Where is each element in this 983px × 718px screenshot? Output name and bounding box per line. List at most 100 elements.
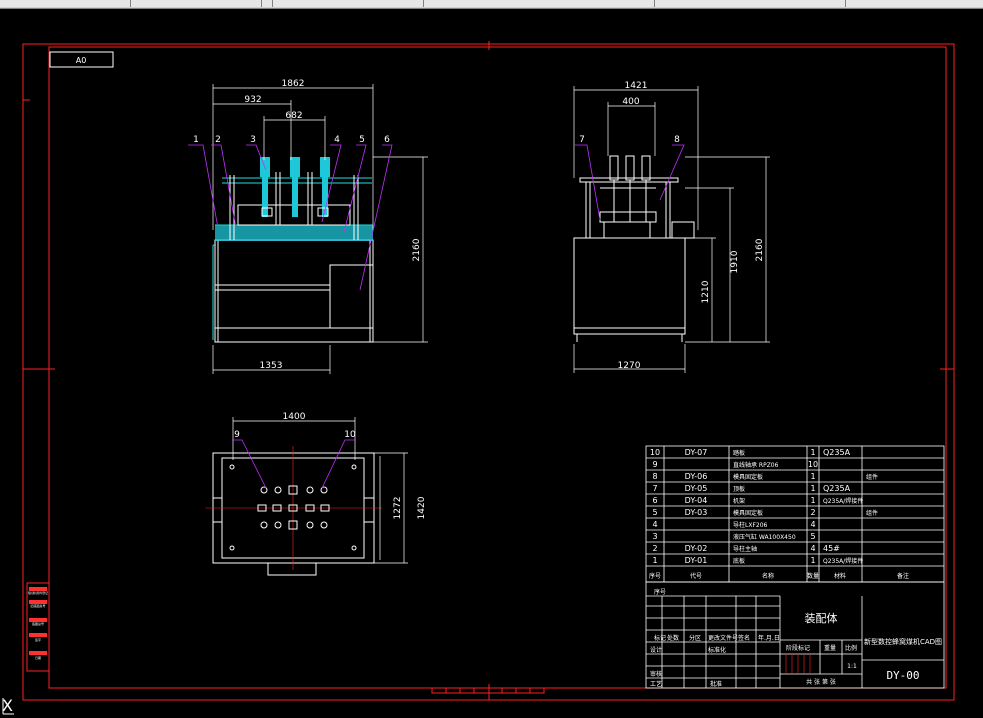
bom-cell-code: DY-01 — [685, 556, 708, 565]
tb-label-date: 年.月.日 — [758, 634, 780, 642]
front-view[interactable]: 1862 932 682 1353 2160 1 2 3 4 5 6 — [188, 79, 428, 374]
bom-cell-mat: Q235A/焊接件 — [823, 497, 863, 505]
tb-label-zone: 分区 — [689, 634, 701, 642]
balloon-3: 3 — [250, 135, 256, 145]
tb-label-change: 更改文件号 — [708, 634, 738, 642]
tb-ratio-label: 比例 — [845, 644, 857, 652]
tb-check-label: 审核 — [650, 670, 662, 678]
sheet-size-box — [49, 51, 114, 68]
dim-front-width: 1862 — [282, 79, 305, 89]
dim-side-width: 1421 — [625, 81, 648, 91]
bom-cell-name: 踏板 — [733, 449, 745, 457]
tb-stage-label: 阶段标记 — [786, 644, 810, 652]
tb-title: 新型数控蜂窝煤机CAD图 — [864, 637, 942, 646]
sheet-size-label: A0 — [76, 56, 87, 65]
bom-cell-name: 导柱主轴 — [733, 545, 757, 553]
tb-standard-label: 标准化 — [708, 646, 726, 654]
top-view[interactable]: 1400 1272 1420 9 10 — [205, 412, 427, 576]
bom-cell-no: 2 — [652, 544, 657, 553]
bom-cell-qty: 4 — [810, 544, 815, 553]
tb-label-count: 处数 — [667, 634, 679, 642]
bom-cell-no: 3 — [652, 532, 657, 541]
dim-side-base: 1270 — [618, 361, 641, 371]
bom-cell-code: DY-05 — [685, 484, 708, 493]
bom-cell-mat: Q235A — [823, 484, 851, 493]
strip-label: 借(通)用件登记 — [28, 590, 48, 595]
cad-drawing-canvas[interactable]: A0 借(通)用件登记 旧底图总号 底图总号 签字 日期 — [0, 8, 983, 718]
dim-side-h2: 2160 — [755, 238, 765, 261]
toolbar-segment[interactable] — [424, 0, 655, 7]
toolbar-segment[interactable] — [262, 0, 273, 7]
bom-cell-no: 10 — [650, 448, 660, 457]
bom-cell-qty: 1 — [810, 472, 815, 481]
bom-header-name: 名称 — [762, 572, 774, 580]
toolbar-segment[interactable] — [846, 0, 983, 7]
dim-front-inner: 682 — [285, 111, 302, 121]
balloon-9: 9 — [234, 430, 240, 440]
bom-cell-name: 底板 — [733, 557, 745, 565]
balloon-10: 10 — [344, 430, 356, 440]
toolbar-segment[interactable] — [273, 0, 424, 7]
bom-cell-no: 1 — [652, 556, 657, 565]
left-margin-strip: 借(通)用件登记 旧底图总号 底图总号 签字 日期 — [26, 582, 50, 672]
bom-cell-qty: 1 — [810, 448, 815, 457]
bom-cell-name: 模具固定板 — [733, 473, 763, 481]
dim-top-h1: 1272 — [393, 497, 403, 520]
tb-weight-label: 重量 — [824, 644, 836, 652]
tb-label-sign: 签名 — [738, 634, 750, 642]
bom-header-code: 代号 — [690, 572, 702, 580]
balloon-1: 1 — [193, 135, 199, 145]
bom-cell-no: 6 — [652, 496, 657, 505]
ucs-icon — [2, 698, 14, 715]
tb-sheets-label: 共 张 第 张 — [806, 678, 836, 686]
bom-cell-code: DY-03 — [685, 508, 708, 517]
dim-top-h2: 1420 — [417, 496, 427, 519]
bom-cell-qty: 1 — [810, 556, 815, 565]
bom-header-qty: 数量 — [807, 572, 819, 580]
side-view[interactable]: 1421 400 1270 2160 1910 1210 7 8 — [573, 81, 770, 373]
bom-header-note: 备注 — [897, 572, 909, 580]
title-block[interactable]: 序号 标记 处数 分区 更改文件号 签名 年.月.日 设计 标准化 审核 工艺 … — [645, 581, 945, 689]
tb-label-mark: 标记 — [654, 634, 666, 642]
bom-cell-no: 9 — [652, 460, 657, 469]
dim-front-base: 1353 — [260, 361, 283, 371]
tb-drawing-no: DY-00 — [886, 669, 919, 682]
dim-side-inner: 400 — [622, 97, 639, 107]
bom-cell-no: 5 — [652, 508, 657, 517]
bom-cell-code: DY-07 — [685, 448, 708, 457]
tb-design-label: 设计 — [650, 646, 662, 654]
bom-header-no: 序号 — [649, 572, 661, 580]
bom-cell-qty: 1 — [810, 496, 815, 505]
bom-cell-name: 直线轴承 RPZ06 — [733, 461, 779, 469]
tb-assembly: 装配体 — [805, 611, 838, 625]
bottom-ruler — [431, 687, 545, 694]
toolbar-strip — [0, 0, 983, 9]
bom-cell-name: 液压气缸 WA100X450 — [733, 533, 796, 541]
dim-side-h3: 1210 — [701, 280, 711, 303]
tb-scale: 1:1 — [847, 663, 857, 670]
balloon-4: 4 — [334, 135, 340, 145]
bom-cell-qty: 4 — [810, 520, 815, 529]
balloon-6: 6 — [384, 135, 390, 145]
bom-cell-qty: 2 — [810, 508, 815, 517]
bom-cell-note: 组件 — [866, 473, 878, 481]
toolbar-segment[interactable] — [0, 0, 131, 7]
bom-cell-note: 组件 — [866, 509, 878, 517]
bom-cell-qty: 10 — [808, 460, 818, 469]
bom-cell-code: DY-06 — [685, 472, 708, 481]
balloon-7: 7 — [579, 135, 585, 145]
bom-cell-mat: Q235A/焊接件 — [823, 557, 863, 565]
toolbar-segment[interactable] — [131, 0, 262, 7]
bom-cell-name: 导柱LXF206 — [733, 521, 768, 529]
toolbar-segment[interactable] — [655, 0, 846, 7]
dim-front-mid: 932 — [244, 95, 261, 105]
bom-cell-qty: 1 — [810, 484, 815, 493]
dim-top-width: 1400 — [283, 412, 306, 422]
balloon-5: 5 — [359, 135, 365, 145]
bom-cell-name: 机架 — [733, 497, 745, 505]
strip-label: 底图总号 — [32, 621, 44, 626]
drawing-frame — [22, 41, 955, 701]
bom-cell-name: 顶板 — [733, 485, 745, 493]
strip-label: 旧底图总号 — [30, 603, 45, 608]
